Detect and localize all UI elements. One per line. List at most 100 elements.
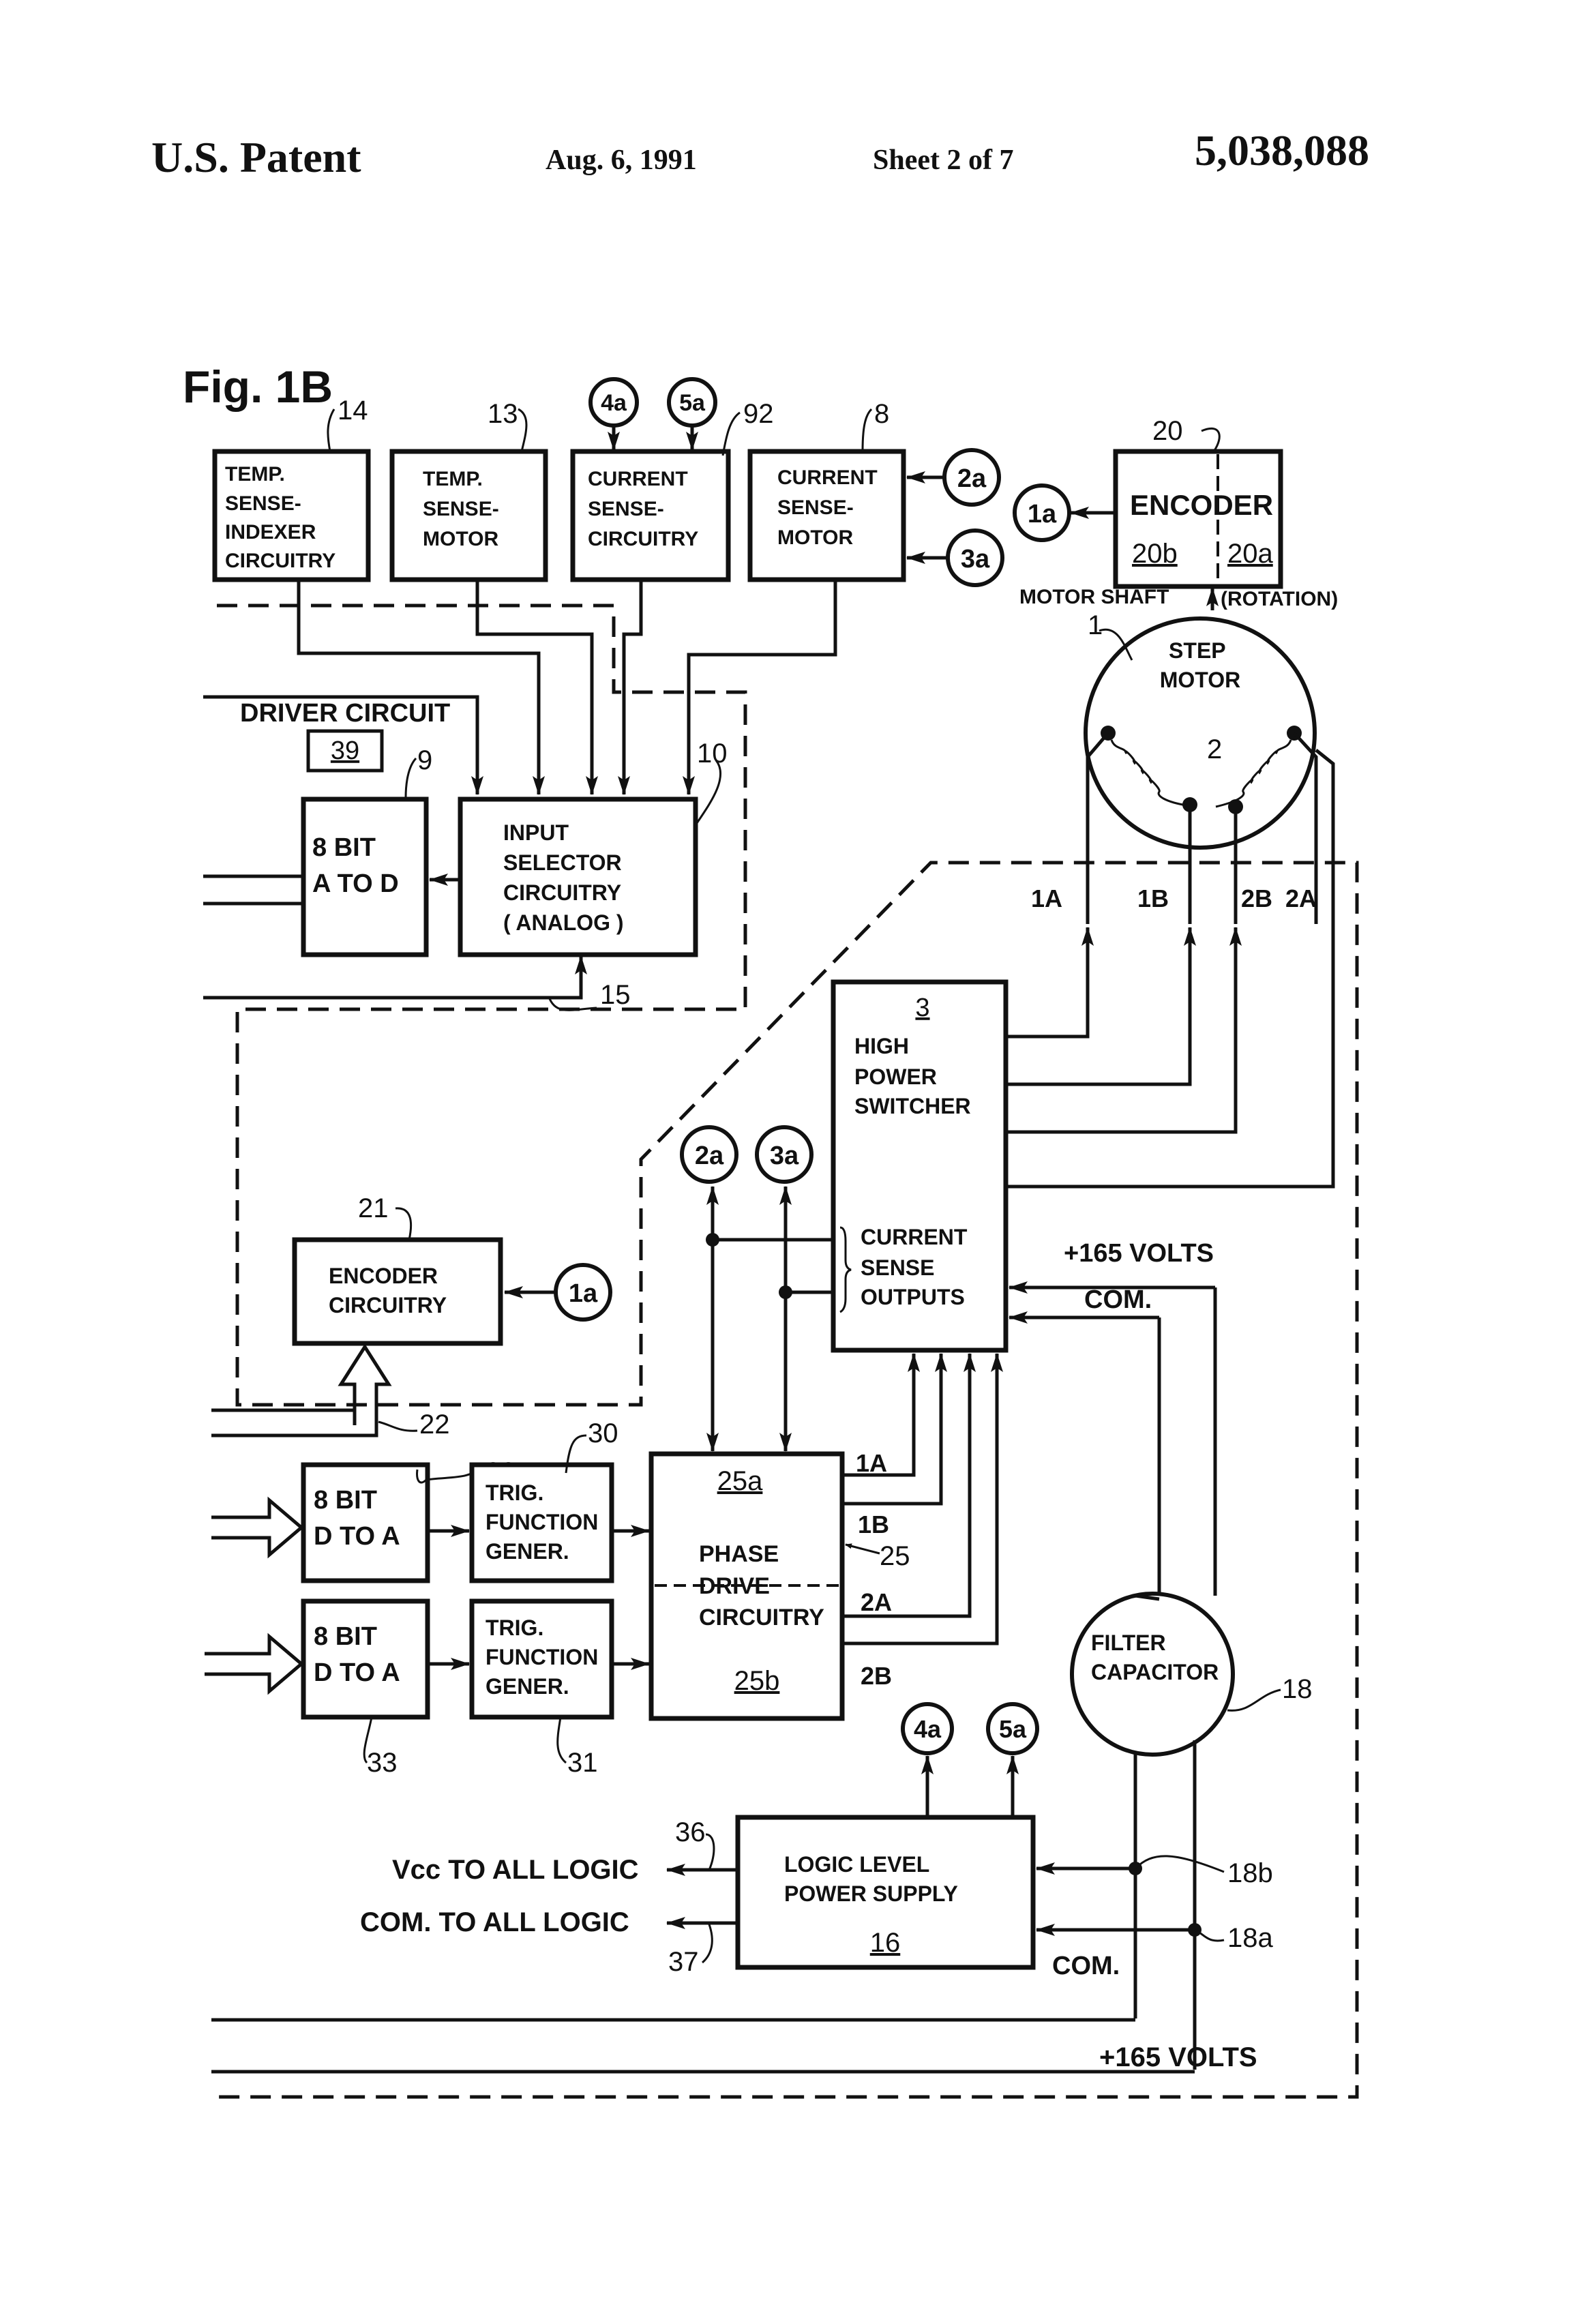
ref-number: 9	[417, 745, 432, 775]
page-header: U.S. Patent Aug. 6, 1991 Sheet 2 of 7 5,…	[151, 126, 1369, 181]
com-label-top: COM.	[1084, 1285, 1152, 1314]
svg-text:1B: 1B	[858, 1510, 889, 1538]
block-text: TEMP. SENSE- INDEXER CIRCUITRY	[225, 463, 335, 572]
sheet-number: Sheet 2 of 7	[873, 145, 1013, 176]
svg-text:1A: 1A	[856, 1449, 887, 1477]
driver-circuit-label: DRIVER CIRCUIT	[240, 699, 450, 728]
block-input-selector: INPUT SELECTOR CIRCUITRY ( ANALOG ) 10 1…	[203, 739, 728, 1011]
connector-2a-mid: 2a	[680, 1125, 738, 1449]
rotation-label: (ROTATION)	[1221, 588, 1338, 610]
filter-capacitor: FILTER CAPACITOR 18	[1070, 1592, 1313, 2070]
svg-text:8 BIT A TO D: 8 BIT A TO D	[312, 833, 399, 898]
step-motor: STEP MOTOR 1 2	[1084, 610, 1318, 924]
svg-text:LOGIC LEVEL POWER SUPPLY: LOGIC LEVEL POWER SUPPLY	[784, 1852, 958, 1906]
svg-text:4a: 4a	[914, 1715, 942, 1743]
com-ref: 37	[668, 1947, 699, 1977]
svg-text:4a: 4a	[601, 390, 627, 416]
svg-text:PHASE DRIVE CIRCUI: PHASE DRIVE CIRCUITRY	[699, 1541, 824, 1630]
svg-text:5a: 5a	[999, 1715, 1027, 1743]
svg-text:3a: 3a	[961, 545, 990, 573]
node-18a: 18a	[1227, 1923, 1273, 1953]
plus-165-volts-label-top: +165 VOLTS	[1064, 1239, 1214, 1268]
svg-text:ENCODER: ENCODER	[1130, 489, 1273, 521]
block-logic-power-supply: LOGIC LEVEL POWER SUPPLY 16 36 37 18b 18…	[666, 1815, 1273, 1977]
ref-number: 8	[874, 399, 889, 429]
block-temp-sense-indexer: TEMP. SENSE- INDEXER CIRCUITRY 14	[212, 396, 371, 582]
connector-4a: 4a	[588, 377, 639, 451]
driver-circuit-boundary	[211, 604, 1359, 2099]
ref-number: 25	[880, 1541, 910, 1571]
svg-text:25a: 25a	[717, 1466, 763, 1496]
svg-text:5a: 5a	[679, 390, 706, 416]
connector-5a-bottom: 5a	[986, 1702, 1039, 1817]
publisher-label: U.S. Patent	[151, 133, 361, 181]
com-to-logic-label: COM. TO ALL LOGIC	[360, 1907, 629, 1937]
figure-title: Fig. 1B	[183, 361, 333, 412]
block-text: CURRENT SENSE- CIRCUITRY	[588, 468, 698, 550]
svg-text:HIGH POWER SWITCHE: HIGH POWER SWITCHER	[854, 1034, 971, 1118]
ref-number: 30	[588, 1418, 618, 1448]
block-trig-gen-1: TRIG. FUNCTION GENER. 30	[469, 1418, 650, 1583]
com-label-bottom: COM.	[1052, 1952, 1120, 1980]
connector-1a-top: 1a	[1013, 483, 1116, 542]
ref-number: 10	[697, 739, 728, 769]
block-d-to-a-2: 8 BIT D TO A 33	[205, 1598, 470, 1778]
ref-number: 20	[1152, 416, 1183, 446]
block-high-power-switcher: 3 HIGH POWER SWITCHER CURRENT SENSE OUTP…	[831, 749, 1335, 1599]
bus-ref: 15	[600, 980, 631, 1010]
svg-text:TRIG. FUNCTION GEN: TRIG. FUNCTION GENER.	[486, 1615, 604, 1699]
ref-number: 18	[1282, 1674, 1313, 1704]
ref-number: 21	[358, 1193, 389, 1223]
connector-4a-bottom: 4a	[901, 1702, 954, 1817]
block-trig-gen-2: TRIG. FUNCTION GENER. 31	[469, 1598, 650, 1778]
ref-number: 92	[743, 399, 774, 429]
ref-number: 1	[1088, 610, 1103, 640]
svg-text:16: 16	[870, 1928, 901, 1958]
svg-text:39: 39	[331, 736, 359, 765]
ref-number: 13	[488, 399, 518, 429]
phase-label-1A: 1A	[1031, 884, 1062, 912]
svg-text:CURRENT SENSE OUTP: CURRENT SENSE OUTPUTS	[861, 1225, 973, 1309]
block-a-to-d: 8 BIT A TO D 9	[203, 745, 432, 957]
vcc-ref: 36	[675, 1817, 706, 1847]
bus-ref: 22	[419, 1410, 450, 1440]
block-current-sense-circuitry: CURRENT SENSE- CIRCUITRY 92	[570, 399, 774, 582]
connector-3a-top: 3a	[906, 528, 1004, 587]
block-text: CURRENT SENSE- MOTOR	[777, 466, 883, 549]
svg-text:20a: 20a	[1227, 539, 1273, 569]
block-encoder: ENCODER 20b 20a 20	[1113, 416, 1283, 589]
ref-number: 33	[367, 1748, 398, 1778]
block-text: TEMP. SENSE- MOTOR	[423, 468, 505, 550]
phase-label-2A: 2A	[1285, 884, 1317, 912]
phase-label-1B: 1B	[1137, 884, 1169, 912]
svg-text:2A: 2A	[861, 1588, 892, 1616]
connector-2a-top: 2a	[906, 448, 1001, 507]
block-temp-sense-motor: TEMP. SENSE- MOTOR 13	[389, 399, 548, 582]
connector-5a: 5a	[667, 377, 717, 451]
block-current-sense-motor: CURRENT SENSE- MOTOR 8	[747, 399, 906, 582]
patent-number: 5,038,088	[1195, 126, 1369, 175]
ref-number: 31	[567, 1748, 598, 1778]
connector-3a-mid: 3a	[755, 1125, 814, 1449]
svg-text:2a: 2a	[957, 464, 987, 493]
block-phase-drive: 25a 25b PHASE DRIVE CIRCUITRY 25 1A 1B 2…	[648, 1353, 1003, 1721]
sensor-wires	[203, 580, 837, 795]
connector-1a-mid: 1a	[554, 1263, 612, 1322]
svg-text:3a: 3a	[770, 1142, 799, 1170]
issue-date: Aug. 6, 1991	[546, 145, 697, 176]
node-18b: 18b	[1227, 1858, 1273, 1888]
current-sense-taps	[706, 1233, 833, 1452]
svg-text:1a: 1a	[569, 1279, 598, 1308]
svg-text:8 BIT D TO A: 8 BIT D TO A	[314, 1486, 400, 1551]
svg-text:2a: 2a	[695, 1142, 724, 1170]
driver-circuit-ref-box	[306, 729, 384, 773]
svg-text:STEP MOTOR: STEP MOTOR	[1160, 638, 1241, 692]
svg-text:FILTER CAPACITOR: FILTER CAPACITOR	[1091, 1630, 1219, 1684]
svg-text:20b: 20b	[1132, 539, 1178, 569]
svg-text:1a: 1a	[1028, 500, 1057, 528]
phase-label-2B: 2B	[1241, 884, 1272, 912]
motor-shaft-label: MOTOR SHAFT	[1019, 586, 1169, 608]
svg-text:INPUT SELECTOR CIR: INPUT SELECTOR CIRCUITRY ( ANALOG )	[503, 820, 628, 935]
svg-text:2B: 2B	[861, 1662, 892, 1690]
